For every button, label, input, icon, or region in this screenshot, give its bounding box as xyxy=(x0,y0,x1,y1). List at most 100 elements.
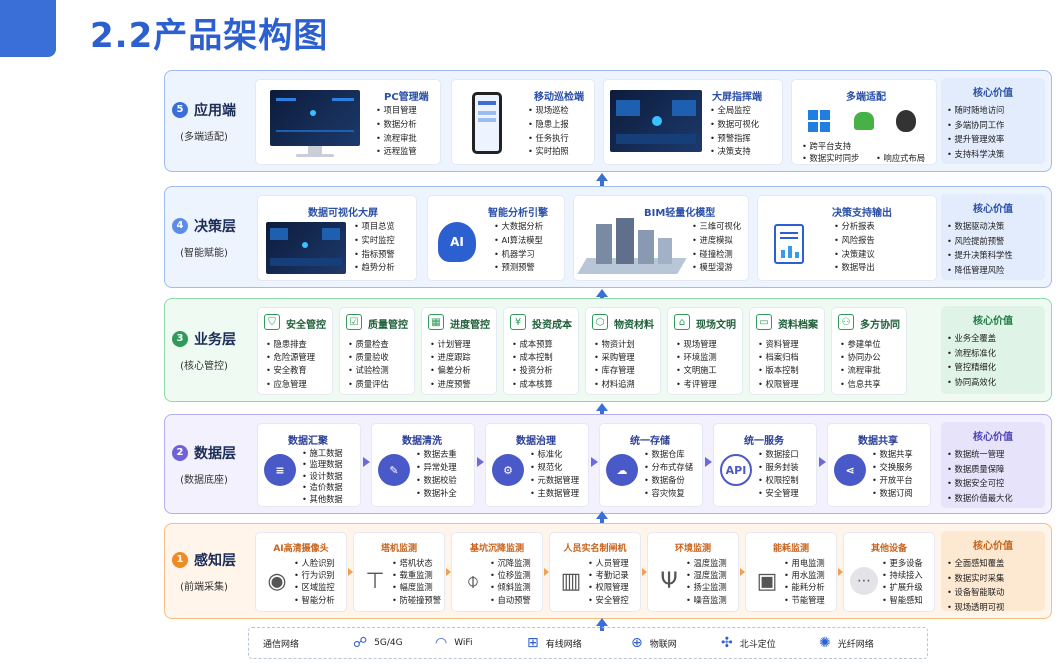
bullet-list: 施工数据监理数据设计数据造价数据其他数据 xyxy=(302,448,343,505)
windows-icon xyxy=(808,110,830,132)
camera-icon: ◉ xyxy=(267,568,287,594)
bullet-list: 用电监测用水监测能耗分析节能管理 xyxy=(784,557,825,606)
list-item: 响应式布局 xyxy=(876,152,926,164)
list-item: 数据去重 xyxy=(416,448,457,461)
list-item: 成本控制 xyxy=(512,351,553,364)
list-item: 噪音监测 xyxy=(686,594,727,606)
bullet-list: 标准化规范化元数据管理主数据管理 xyxy=(530,448,580,500)
list-item: 监理数据 xyxy=(302,459,343,470)
list-item: 数据统一管理 xyxy=(947,447,1039,462)
list-item: 自动预警 xyxy=(490,594,531,606)
list-item: 数据接口 xyxy=(758,448,799,461)
list-item: 流程审批 xyxy=(376,132,417,146)
wired-network-icon: ⊞ xyxy=(527,635,539,651)
card-data-2: 数据治理⚙标准化规范化元数据管理主数据管理 xyxy=(485,423,589,507)
list-item: 幅度监测 xyxy=(392,581,441,593)
list-item: 安全教育 xyxy=(266,364,315,377)
list-item: 任务执行 xyxy=(528,132,569,146)
flow-arrow-icon xyxy=(838,568,843,576)
bullet-list: 现场管理环境监测文明施工考评管理 xyxy=(676,338,717,391)
network-item-5g: ☍5G/4G xyxy=(353,635,435,651)
list-item: 数据仓库 xyxy=(644,448,693,461)
card-title: 基坑沉降监测 xyxy=(469,544,524,554)
card-title: 能耗监测 xyxy=(772,544,809,554)
core-value-data: 核心价值 数据统一管理 数据质量保障 数据安全可控 数据价值最大化 xyxy=(941,422,1045,508)
database-icon: ≡ xyxy=(264,454,296,486)
up-arrow-icon xyxy=(596,173,608,186)
list-item: 质量评估 xyxy=(348,378,389,391)
list-item: 文明施工 xyxy=(676,364,717,377)
list-item: 流程标准化 xyxy=(947,346,1039,361)
bullet-list: 成本预算成本控制投资分析成本核算 xyxy=(512,338,553,391)
list-item: 风险提前预警 xyxy=(947,234,1039,249)
list-item: 版本控制 xyxy=(758,364,799,377)
list-item: 智能感知 xyxy=(882,594,923,606)
up-arrow-icon xyxy=(596,403,608,416)
flow-arrow-icon xyxy=(819,457,826,467)
card-data-4: 统一服务API数据接口服务封装权限控制安全管理 xyxy=(713,423,817,507)
bullet-list: 数据去重异常处理数据校验数据补全 xyxy=(416,448,457,500)
network-item-wired: ⊞ 有线网络 xyxy=(527,635,631,651)
flow-arrow-icon xyxy=(591,457,598,467)
list-item: 投资分析 xyxy=(512,364,553,377)
list-item: 数据实时同步 xyxy=(802,152,860,164)
satellite-icon: ✣ xyxy=(721,635,733,651)
list-item: 湿度监测 xyxy=(686,569,727,581)
layer-name: 感知层 xyxy=(194,552,236,569)
list-item: 全局监控 xyxy=(710,104,759,118)
card-title: 数据清洗 xyxy=(402,436,442,447)
electric-meter-icon: ▣ xyxy=(756,568,778,594)
list-item: 数据安全可控 xyxy=(947,476,1039,491)
card-business-6: ▭资料档案资料管理档案归档版本控制权限管理 xyxy=(749,307,825,395)
bim-building-icon xyxy=(577,218,687,276)
card-title: 资料档案 xyxy=(778,320,818,331)
list-item: 安全管理 xyxy=(758,487,799,500)
network-item-label: 有线网络 xyxy=(545,639,582,650)
list-item: 试验检测 xyxy=(348,364,389,377)
list-item: 元数据管理 xyxy=(530,474,580,487)
list-item: 区域监控 xyxy=(294,581,335,593)
core-value-business: 核心价值 业务全覆盖 流程标准化 管控精细化 协同高效化 xyxy=(941,306,1045,394)
layer-number-badge: 5 xyxy=(172,101,188,118)
list-item: 容灾恢复 xyxy=(644,487,693,500)
list-item: 规范化 xyxy=(530,461,579,474)
card-device-1: 塔机监测⊤塔机状态载重监测幅度监测防碰撞预警 xyxy=(353,532,445,612)
bullet-list: 数据仓库分布式存储数据备份容灾恢复 xyxy=(644,448,694,500)
list-item: 权限管理 xyxy=(588,581,629,593)
list-item: 信息共享 xyxy=(840,378,881,391)
shield-icon: ⛉ xyxy=(264,314,280,330)
card-device-2: 基坑沉降监测⌽沉降监测位移监测倾斜监测自动预警 xyxy=(451,532,543,612)
list-item: 数据分析 xyxy=(376,118,417,132)
android-icon xyxy=(854,112,874,130)
list-item: 温度监测 xyxy=(686,557,727,569)
yen-icon: ¥ xyxy=(510,314,526,330)
card-bim-model: BIM轻量化模型 三维可视化 进度模拟 碰撞检测 模型漫游 xyxy=(573,195,749,281)
bullet-list: 隐患排查危险源管理安全教育应急管理 xyxy=(266,338,316,391)
flow-arrow-icon xyxy=(477,457,484,467)
card-title: 投资成本 xyxy=(532,320,572,331)
list-item: 分布式存储 xyxy=(644,461,694,474)
card-title: 多方协同 xyxy=(860,320,900,331)
weather-station-icon: Ψ xyxy=(660,568,678,594)
list-item: 质量检查 xyxy=(348,338,389,351)
more-icon: ⋯ xyxy=(850,567,878,595)
bullet-list: 物资计划采购管理库存管理材料追溯 xyxy=(594,338,635,391)
list-item: 档案归档 xyxy=(758,351,799,364)
bullet-list: 温度监测湿度监测扬尘监测噪音监测 xyxy=(686,557,727,606)
card-title: 数据共享 xyxy=(858,436,898,447)
list-item: 分析报表 xyxy=(834,220,875,234)
list-item: 造价数据 xyxy=(302,482,343,493)
list-item: 数据驱动决策 xyxy=(947,219,1039,234)
card-title: 人员实名制闸机 xyxy=(563,544,627,554)
list-item: 进度跟踪 xyxy=(430,351,471,364)
layer-name: 数据层 xyxy=(194,445,236,462)
list-item: 支持科学决策 xyxy=(947,147,1039,162)
card-title: 物资材料 xyxy=(614,320,654,331)
card-business-7: ⚇多方协同参建单位协同办公流程审批信息共享 xyxy=(831,307,907,395)
communication-network-bar: 通信网络 ☍5G/4G ◠WiFi ⊞有线网络 ⊕物联网 ✣北斗定位 ✺光纤网络 xyxy=(248,627,928,659)
card-business-0: ⛉安全管控隐患排查危险源管理安全教育应急管理 xyxy=(257,307,333,395)
